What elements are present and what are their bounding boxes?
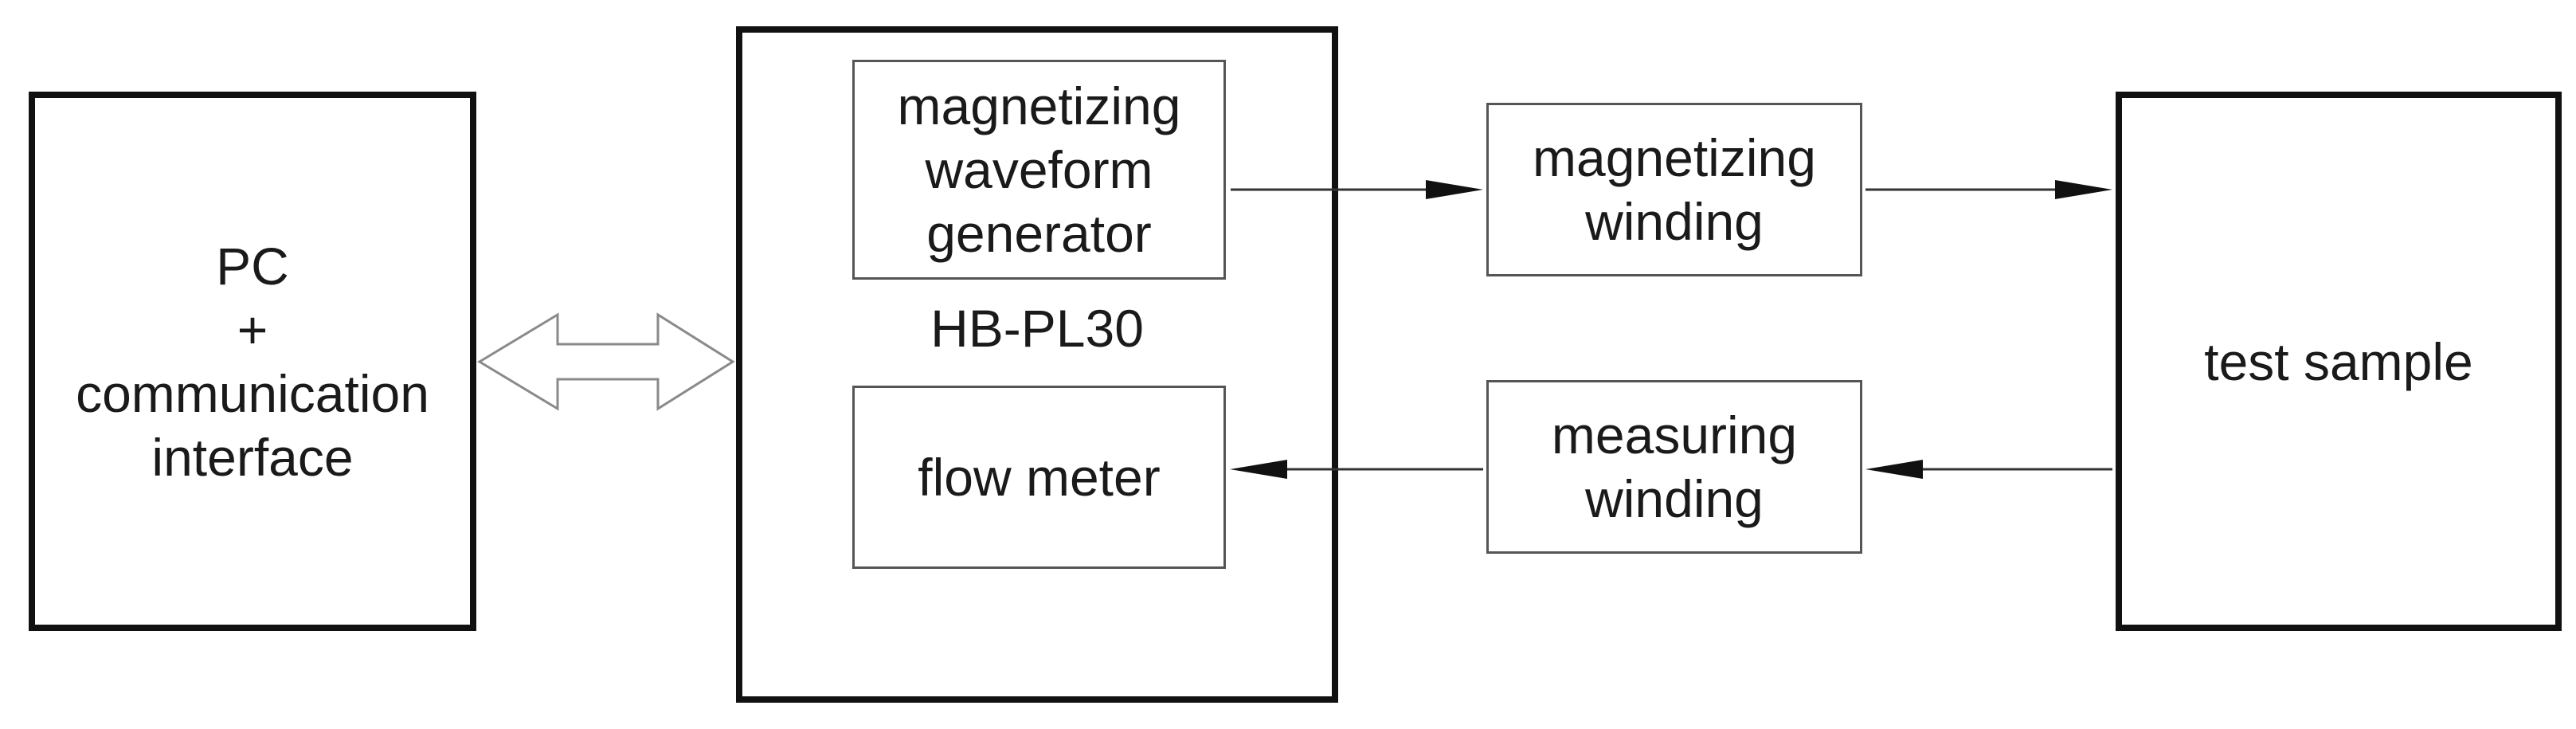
pc-box-label: PC + communication interface: [76, 236, 429, 487]
flow-meter-box: flow meter: [852, 386, 1226, 569]
test-sample-box: test sample: [2116, 92, 2562, 631]
bidirectional-arrow: [477, 312, 735, 411]
measuring-winding-box: measuring winding: [1486, 380, 1862, 554]
generator-box-label: magnetizing waveform generator: [897, 76, 1181, 263]
arrowhead-generator-to-magnetizing-winding: [1426, 180, 1483, 199]
arrowhead-magnetizing-winding-to-test-sample: [2055, 180, 2112, 199]
measuring-winding-box-label: measuring winding: [1551, 406, 1798, 528]
generator-box: magnetizing waveform generator: [852, 60, 1226, 280]
magnetizing-winding-box: magnetizing winding: [1486, 103, 1862, 276]
hb-pl30-label: HB-PL30: [930, 299, 1144, 358]
pc-box: PC + communication interface: [29, 92, 476, 631]
test-sample-box-label: test sample: [2204, 331, 2473, 391]
flow-meter-box-label: flow meter: [918, 448, 1161, 507]
arrowhead-test-sample-to-measuring-winding: [1865, 460, 1923, 479]
magnetizing-winding-box-label: magnetizing winding: [1533, 128, 1816, 251]
